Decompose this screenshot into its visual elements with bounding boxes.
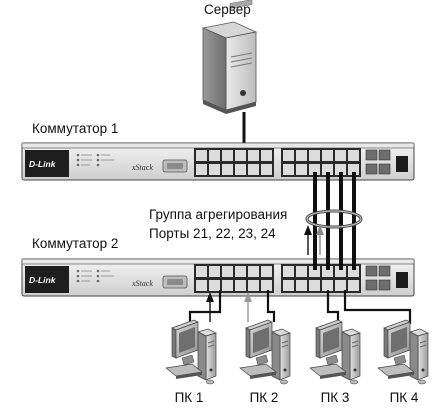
server-icon <box>201 0 258 114</box>
arrow-up-icon <box>316 225 324 255</box>
switch1-label: Коммутатор 1 <box>32 121 119 136</box>
switch2-label: Коммутатор 2 <box>32 236 119 251</box>
pc-label: ПК 1 <box>174 390 204 405</box>
pc-label: ПК 3 <box>320 390 350 405</box>
pc-icon <box>309 319 361 385</box>
aggregation-ports: Порты 21, 22, 23, 24 <box>149 226 276 241</box>
switch2-brand: D-Link <box>29 275 57 285</box>
arrow-up-icon <box>304 225 312 255</box>
pc-label: ПК 2 <box>249 390 279 405</box>
pc-icon <box>239 319 291 385</box>
aggregation-title: Группа агрегирования <box>149 207 288 222</box>
pc-icon <box>377 319 429 385</box>
aggregation-ellipse-icon <box>305 209 363 229</box>
pc-cables <box>188 290 412 324</box>
aggregation-links <box>313 172 356 270</box>
arrow-up-icon <box>244 292 252 322</box>
switch1-stack-mark: xStack <box>131 163 153 172</box>
switch-icon <box>21 142 415 181</box>
pc-label: ПК 4 <box>389 390 419 405</box>
switch1-brand: D-Link <box>29 159 57 169</box>
switch2-stack-mark: xStack <box>131 279 153 288</box>
pc-icon <box>165 319 217 385</box>
arrow-up-icon <box>206 292 214 322</box>
server-label: Сервер <box>204 2 251 17</box>
